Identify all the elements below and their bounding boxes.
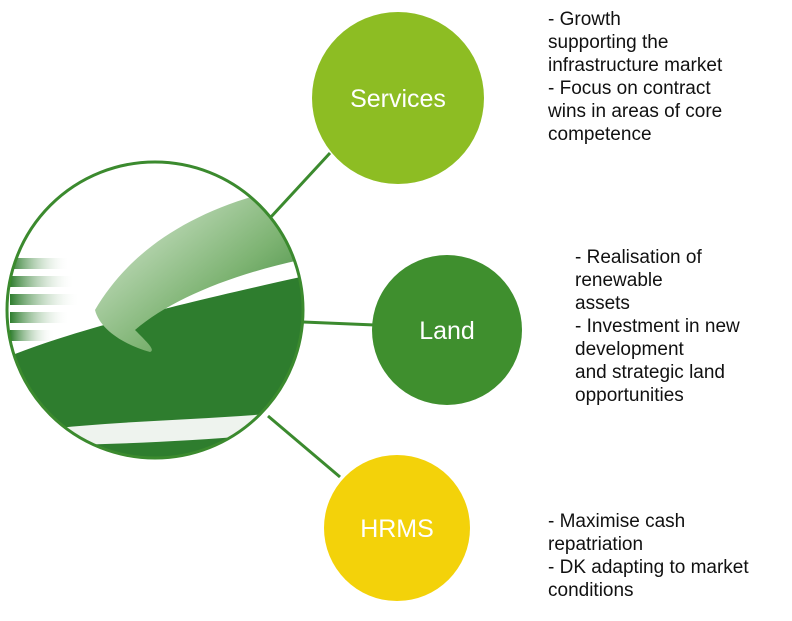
- land-note-line: - Realisation of: [575, 247, 702, 268]
- land-label: Land: [419, 317, 475, 345]
- connector-hrms: [267, 414, 341, 479]
- land-notes: - Realisation of renewable assets - Inve…: [575, 246, 740, 407]
- services-note-line: wins in areas of core: [548, 101, 723, 122]
- land-note-line: - Investment in new: [575, 316, 740, 337]
- land-node[interactable]: [372, 255, 522, 405]
- land-note-line: and strategic land: [575, 362, 725, 383]
- hrms-note-line: - DK adapting to market: [548, 557, 749, 578]
- hrms-label: HRMS: [360, 515, 434, 543]
- land-note-line: assets: [575, 293, 630, 314]
- connector-land: [302, 320, 376, 327]
- services-label: Services: [350, 85, 446, 113]
- land-note-line: opportunities: [575, 385, 684, 406]
- services-note-line: infrastructure market: [548, 55, 723, 76]
- stylised-bird-wing-logo: [5, 160, 305, 460]
- hrms-note-line: - Maximise cash: [548, 511, 686, 532]
- services-node[interactable]: [312, 12, 484, 184]
- services-note-line: competence: [548, 124, 652, 145]
- hrms-node[interactable]: [324, 455, 470, 601]
- hrms-notes: - Maximise cash repatriation - DK adapti…: [548, 510, 749, 602]
- services-note-line: - Growth: [548, 9, 621, 30]
- services-note-line: supporting the: [548, 32, 669, 53]
- land-note-line: renewable: [575, 270, 663, 291]
- hrms-note-line: repatriation: [548, 534, 644, 555]
- hrms-note-line: conditions: [548, 580, 634, 601]
- connector-services: [268, 151, 332, 220]
- services-notes: - Growth supporting the infrastructure m…: [548, 8, 722, 146]
- land-note-line: development: [575, 339, 684, 360]
- services-note-line: - Focus on contract: [548, 78, 711, 99]
